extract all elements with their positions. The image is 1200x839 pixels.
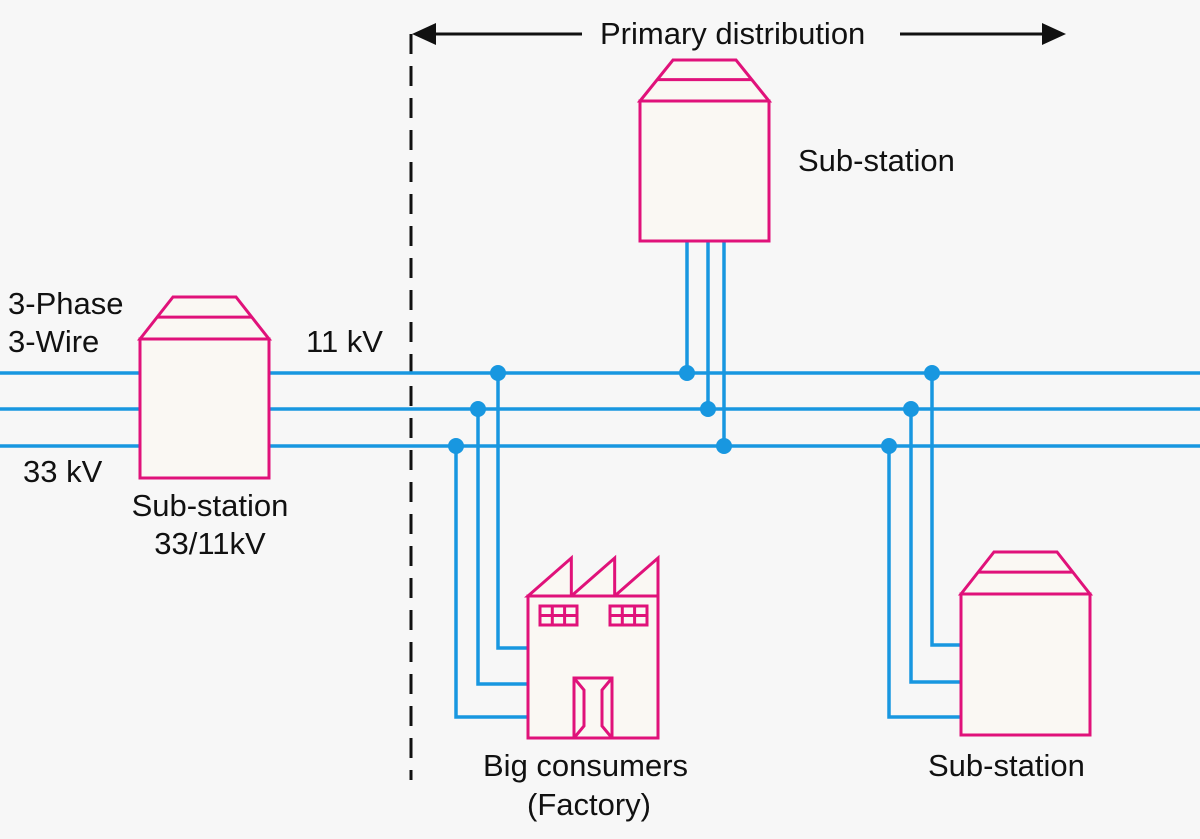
incoming-voltage-label: 33 kV: [23, 454, 103, 489]
door-icon: [572, 676, 614, 740]
junction-dot: [700, 401, 716, 417]
factory-feeder-3: [454, 446, 530, 719]
three-phase-bus: [0, 240, 1200, 719]
factory-label: Big consumers: [483, 748, 689, 783]
factory-feeder-1: [496, 373, 530, 650]
junction-dots: [448, 365, 940, 454]
factory-feeder-2: [476, 409, 530, 686]
junction-dot: [881, 438, 897, 454]
junction-dot: [490, 365, 506, 381]
window-icon: [538, 604, 579, 627]
primary-distribution-label: Primary distribution: [600, 16, 866, 51]
junction-dot: [716, 438, 732, 454]
junction-dot: [470, 401, 486, 417]
right-feeder-3: [887, 446, 962, 719]
outgoing-voltage-label: 11 kV: [306, 324, 383, 359]
top-substation-label: Sub-station: [798, 143, 955, 178]
wire-label: 3-Wire: [8, 324, 100, 359]
window-icon: [608, 604, 649, 627]
junction-dot: [448, 438, 464, 454]
junction-dot: [903, 401, 919, 417]
factory-icon: [524, 554, 660, 740]
junction-dot: [924, 365, 940, 381]
factory-sublabel: (Factory): [527, 787, 651, 822]
primary-distribution-arrow: [412, 23, 1066, 45]
right-substation-label: Sub-station: [928, 748, 1085, 783]
junction-dot: [679, 365, 695, 381]
right-feeder-1: [930, 373, 962, 647]
main-substation-label: Sub-station: [131, 488, 289, 523]
main-substation-rating: 33/11kV: [154, 526, 266, 561]
right-feeder-2: [909, 409, 962, 684]
phase-label: 3-Phase: [8, 286, 124, 321]
